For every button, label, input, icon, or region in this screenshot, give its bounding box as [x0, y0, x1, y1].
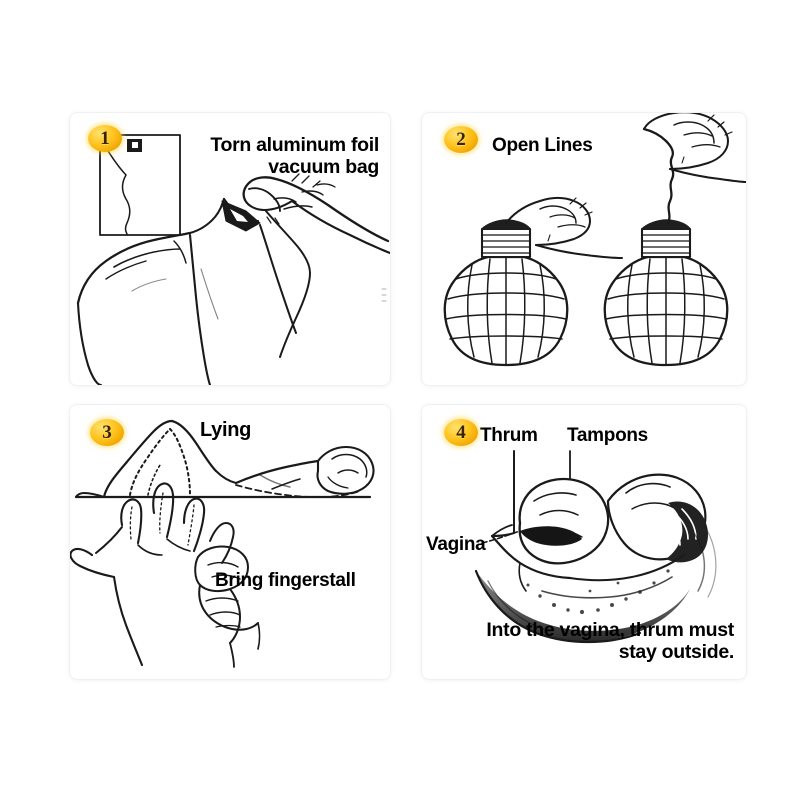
panel-3-illustration: [70, 419, 375, 668]
step-number-badge-1: 1: [88, 125, 122, 152]
label-tampons: Tampons: [567, 425, 648, 446]
panel-2-illustration: [443, 113, 746, 367]
panel-3-caption-top: Lying: [200, 419, 252, 441]
panel-4-illustration: [474, 450, 717, 644]
panel-3-caption-bottom: Bring fingerstall: [215, 570, 356, 591]
vagina-leader-line: [481, 530, 521, 544]
panel-1-caption: Torn aluminum foil vacuum bag: [210, 134, 379, 178]
step-number-badge-3: 3: [90, 419, 124, 446]
step-number-badge-2: 2: [444, 126, 478, 153]
panel-4-caption: Into the vagina, thrum must stay outside…: [486, 619, 734, 664]
panel-1: 1 Torn aluminum foil vacuum bag: [70, 113, 390, 385]
panel-2-caption: Open Lines: [492, 135, 593, 156]
panel-3: 3 Lying Bring fingerstall: [70, 405, 390, 679]
panel-4: 4 Thrum Tampons Vagina Into the vagina, …: [422, 405, 746, 679]
panel-2: 2 Open Lines: [422, 113, 746, 385]
label-vagina: Vagina: [426, 534, 486, 555]
step-number-badge-4: 4: [444, 419, 478, 446]
label-thrum: Thrum: [480, 425, 538, 446]
panel-1-illustration: [76, 134, 390, 385]
